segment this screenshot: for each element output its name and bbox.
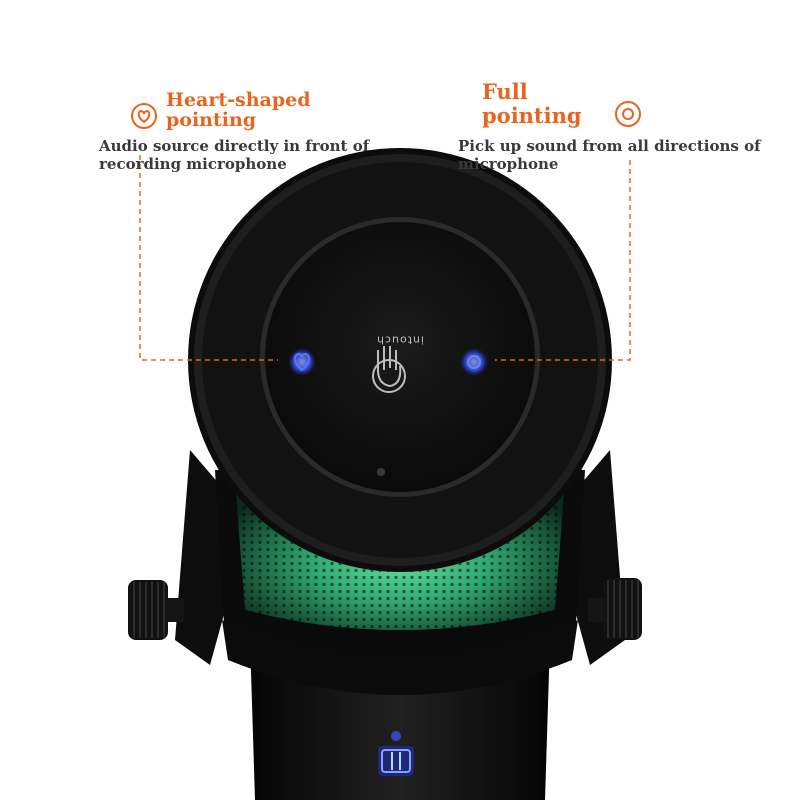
left-annotation-title: Heart-shaped pointing: [166, 90, 316, 130]
omni-pattern-title: Full pointing: [482, 79, 582, 128]
status-led: [378, 731, 414, 776]
heart-pattern-description: Audio source directly in front of record…: [99, 137, 370, 173]
left-knob: [128, 580, 184, 640]
left-callout-line: [139, 155, 278, 361]
right-knob: [588, 578, 642, 640]
heart-pattern-led: [288, 348, 316, 376]
heart-pattern-title: Heart-shaped pointing: [166, 89, 311, 131]
touch-hand-icon: [372, 346, 406, 393]
right-callout-line: [495, 160, 631, 361]
touch-panel: [265, 222, 535, 492]
omni-pattern-led: [460, 348, 488, 376]
heart-pattern-icon: [131, 103, 157, 129]
brand-label: intouch: [375, 333, 425, 347]
right-annotation-title: Full pointing: [482, 80, 602, 128]
right-annotation-desc: Pick up sound from all directions of mic…: [458, 137, 778, 173]
omni-pattern-description: Pick up sound from all directions of mic…: [458, 137, 761, 173]
omni-pattern-icon: [615, 101, 641, 127]
left-annotation-desc: Audio source directly in front of record…: [99, 137, 399, 173]
